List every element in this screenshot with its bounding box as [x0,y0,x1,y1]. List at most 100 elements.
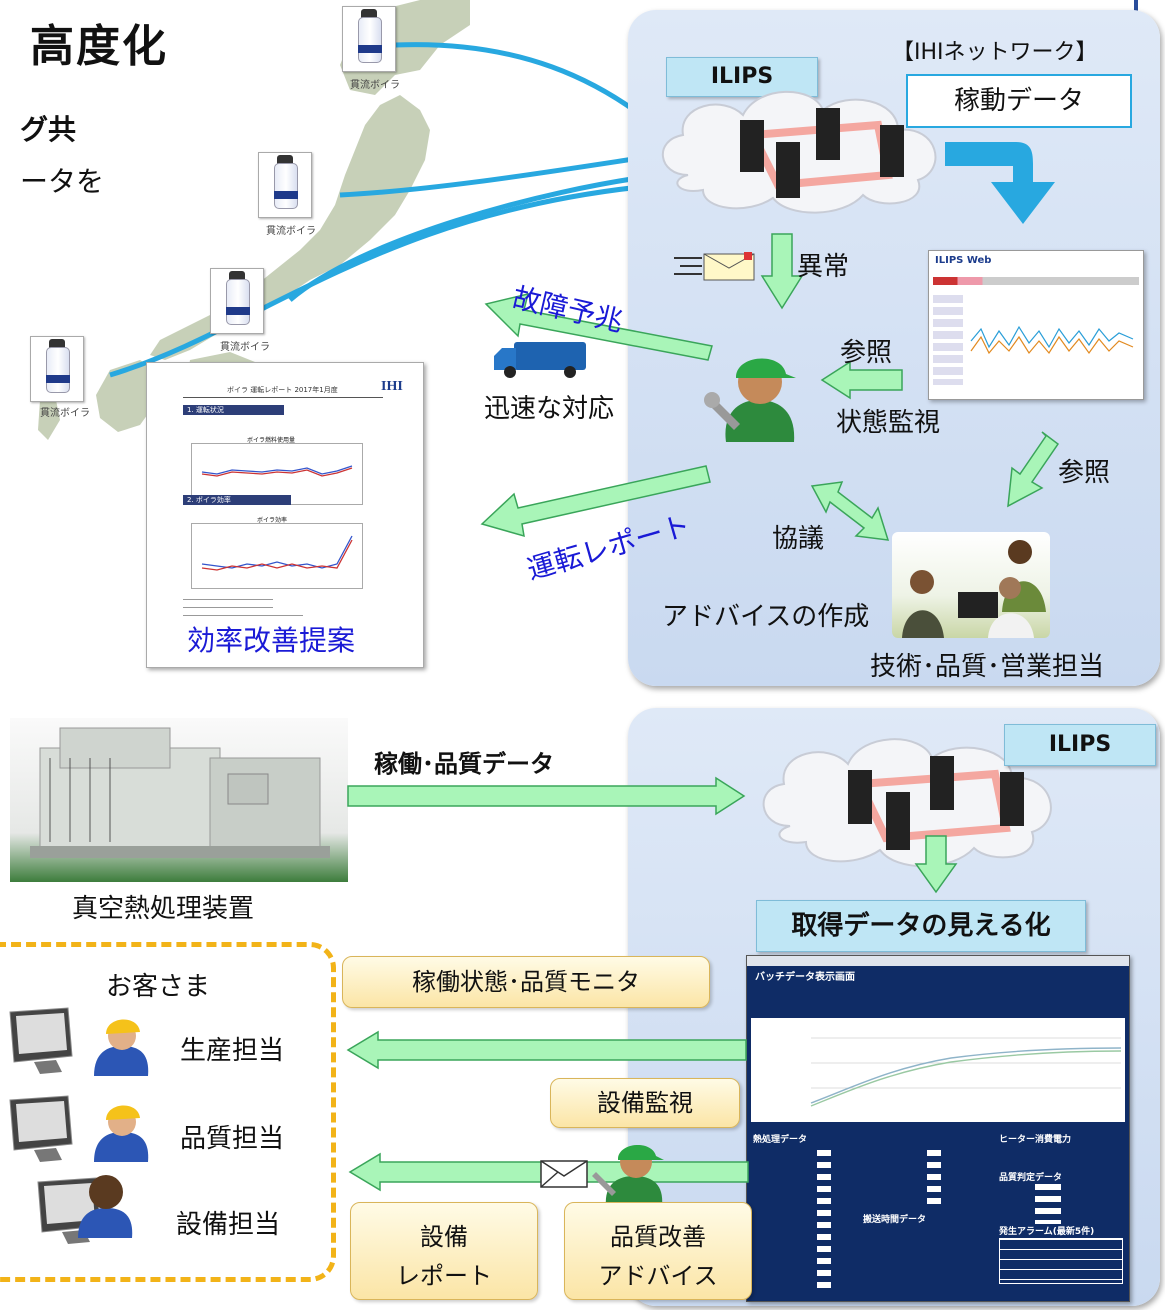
reference-arrow-1 [820,360,903,400]
server-4 [880,125,904,177]
ilips-label-bottom: ILIPS [1004,724,1156,766]
screen-titlebar [747,956,1129,966]
server-2 [776,142,800,198]
discussion-arrow-shape [810,481,890,541]
report-chart-1-line-a [201,465,353,475]
boiler-label-4: 貫流ボイラ [40,408,90,419]
furnace-top-unit [59,727,171,769]
status-monitoring-label: 状態監視 [836,408,941,438]
pc-icon-production [9,1007,73,1074]
reference-arrow-2-shape [1007,431,1060,508]
equipment-report-box: 設備 レポート [350,1202,538,1300]
anomaly-arrow [760,233,804,310]
screen-field-column-2 [927,1150,941,1210]
failure-sign-arrow-shape [484,292,713,361]
mail-stamp [744,252,752,260]
boiler-3 [210,268,264,334]
laptop [958,592,998,618]
screen-field-column-1 [817,1150,831,1290]
screen-chart-svg [810,1037,1122,1107]
ilips-web-sidebar [933,295,963,385]
worker-helmet-icon-quality [94,1105,149,1162]
truck-wheel-1 [504,366,516,378]
role-equipment: 設備担当 [176,1210,281,1240]
discussion-label: 協議 [772,524,825,554]
report-table-line-2 [183,607,273,608]
flow-line-2 [339,152,661,198]
server-b3 [930,756,954,810]
operation-report-arrow-shape [480,465,711,538]
flow-line-1 [394,42,662,132]
report-chart-2 [191,523,363,589]
pc-production-stand [34,1060,62,1074]
monitor-arrow [346,1030,747,1070]
monitor-label-box: 稼働状態･品質モニタ [342,956,710,1008]
report-mail-icon [540,1160,588,1188]
batch-data-screen: バッチデータ表示画面 熱処理データ ヒーター消費電力 品質判定データ 搬送時間デ… [746,955,1130,1302]
boiler-1 [342,6,396,72]
advice-creation-label: アドバイスの作成 [662,602,870,632]
equipment-report-line-1: 設備 [420,1223,468,1251]
pc-icon-quality [9,1095,73,1162]
truck-icon [494,342,586,378]
server-b2 [886,792,910,850]
ilips-web-screen: ILIPS Web [928,250,1144,400]
reference-label-2: 参照 [1058,458,1111,488]
furnace-control-panel [227,773,269,805]
intro-line-2: ータを [20,165,105,198]
ilips-web-series-b [970,335,1134,355]
worker-production-helmet [106,1019,140,1034]
quality-advice-line-2: アドバイス [598,1262,718,1290]
boiler-2 [258,152,312,218]
report-chart-2-title: ボイラ効率 [257,517,288,524]
quality-advice-line-1: 品質改善 [610,1223,706,1251]
report-title-bar [183,387,383,398]
pc-quality-stand [34,1148,62,1162]
efficiency-proposal: 効率改善提案 [187,624,356,657]
worker-cap [736,358,796,378]
support-worker-cap [618,1144,664,1160]
pc-production-display [16,1013,67,1054]
report-chart-2-line-a [201,535,353,569]
worker-wrench-head [704,392,720,408]
support-worker-icon [592,1144,664,1206]
worker-body [725,400,795,442]
intro-line-1: グ共 [20,113,77,146]
worker-quality-body [94,1132,149,1162]
quality-advice-box: 品質改善 アドバイス [564,1202,752,1300]
person-1-head [910,570,934,594]
reference-label-1: 参照 [840,338,893,368]
worker-icon-equipment [78,1175,133,1238]
ilips-label-top: ILIPS [666,57,818,97]
vacuum-furnace-photo [10,718,348,882]
report-section-2: 2. ボイラ効率 [183,495,291,505]
screen-alarm-table [999,1238,1123,1284]
server-3 [816,108,840,160]
boiler-4 [30,336,84,402]
map-kyushu [96,360,160,432]
report-chart-1-title: ボイラ燃料使用量 [247,437,296,444]
report-table-line-3 [183,615,303,616]
equipment-report-line-2: レポート [396,1262,492,1290]
operation-data-box: 稼動データ [906,74,1132,128]
staff-label: 技術･品質･営業担当 [870,652,1105,682]
meeting-photo [892,532,1050,638]
worker-equipment-head [89,1175,123,1209]
screen-field-column-3 [1035,1184,1061,1224]
report-table-line-1 [183,599,273,600]
server-b4 [1000,772,1024,826]
report-chart-1-line-b [201,467,353,477]
ilips-web-chart [970,325,1134,355]
map-honshu [150,95,430,360]
reference-arrow-1-shape [820,360,903,400]
worker-icon [704,358,796,442]
network-label: 【IHIネットワーク】 [892,40,1098,65]
ilips-web-series-a [970,325,1134,349]
report-chart-2-svg [201,535,353,571]
worker-quality-helmet [106,1105,140,1120]
furnace-rack-lines [49,758,111,842]
vacuum-furnace-svg [30,727,330,858]
equipment-monitoring-box: 設備監視 [550,1078,740,1128]
truck-cab [494,348,516,370]
support-worker-wrench [592,1172,616,1196]
